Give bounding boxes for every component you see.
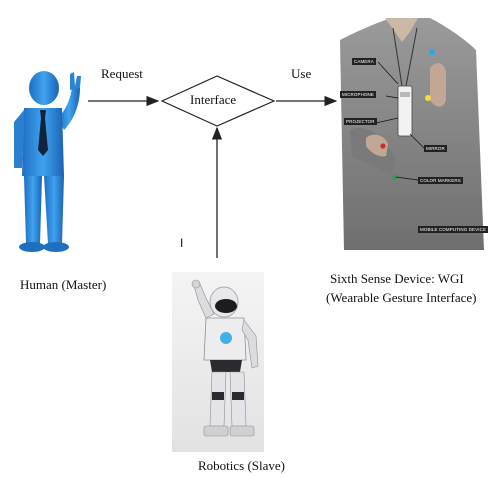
device-label-line2: (Wearable Gesture Interface) bbox=[326, 290, 477, 306]
color-markers-tag: COLOR MARKERS bbox=[418, 177, 463, 184]
microphone-tag: MICROPHONE bbox=[340, 91, 376, 98]
mobile-computing-tag: MOBILE COMPUTING DEVICE bbox=[418, 226, 488, 233]
camera-tag: CAMERA bbox=[352, 58, 376, 65]
projector-tag: PROJECTOR bbox=[344, 118, 377, 125]
human-label: Human (Master) bbox=[20, 277, 106, 293]
robot-image bbox=[172, 272, 264, 452]
human-figure bbox=[14, 71, 81, 252]
mirror-tag: MIRROR bbox=[424, 145, 447, 152]
request-edge-label: Request bbox=[101, 66, 143, 82]
interface-label: Interface bbox=[190, 92, 236, 108]
robot-label: Robotics (Slave) bbox=[198, 458, 285, 474]
device-label-line1: Sixth Sense Device: WGI bbox=[330, 271, 464, 287]
sixth-sense-device-image bbox=[340, 18, 484, 250]
stray-mark: I bbox=[180, 236, 183, 250]
use-edge-label: Use bbox=[291, 66, 311, 82]
